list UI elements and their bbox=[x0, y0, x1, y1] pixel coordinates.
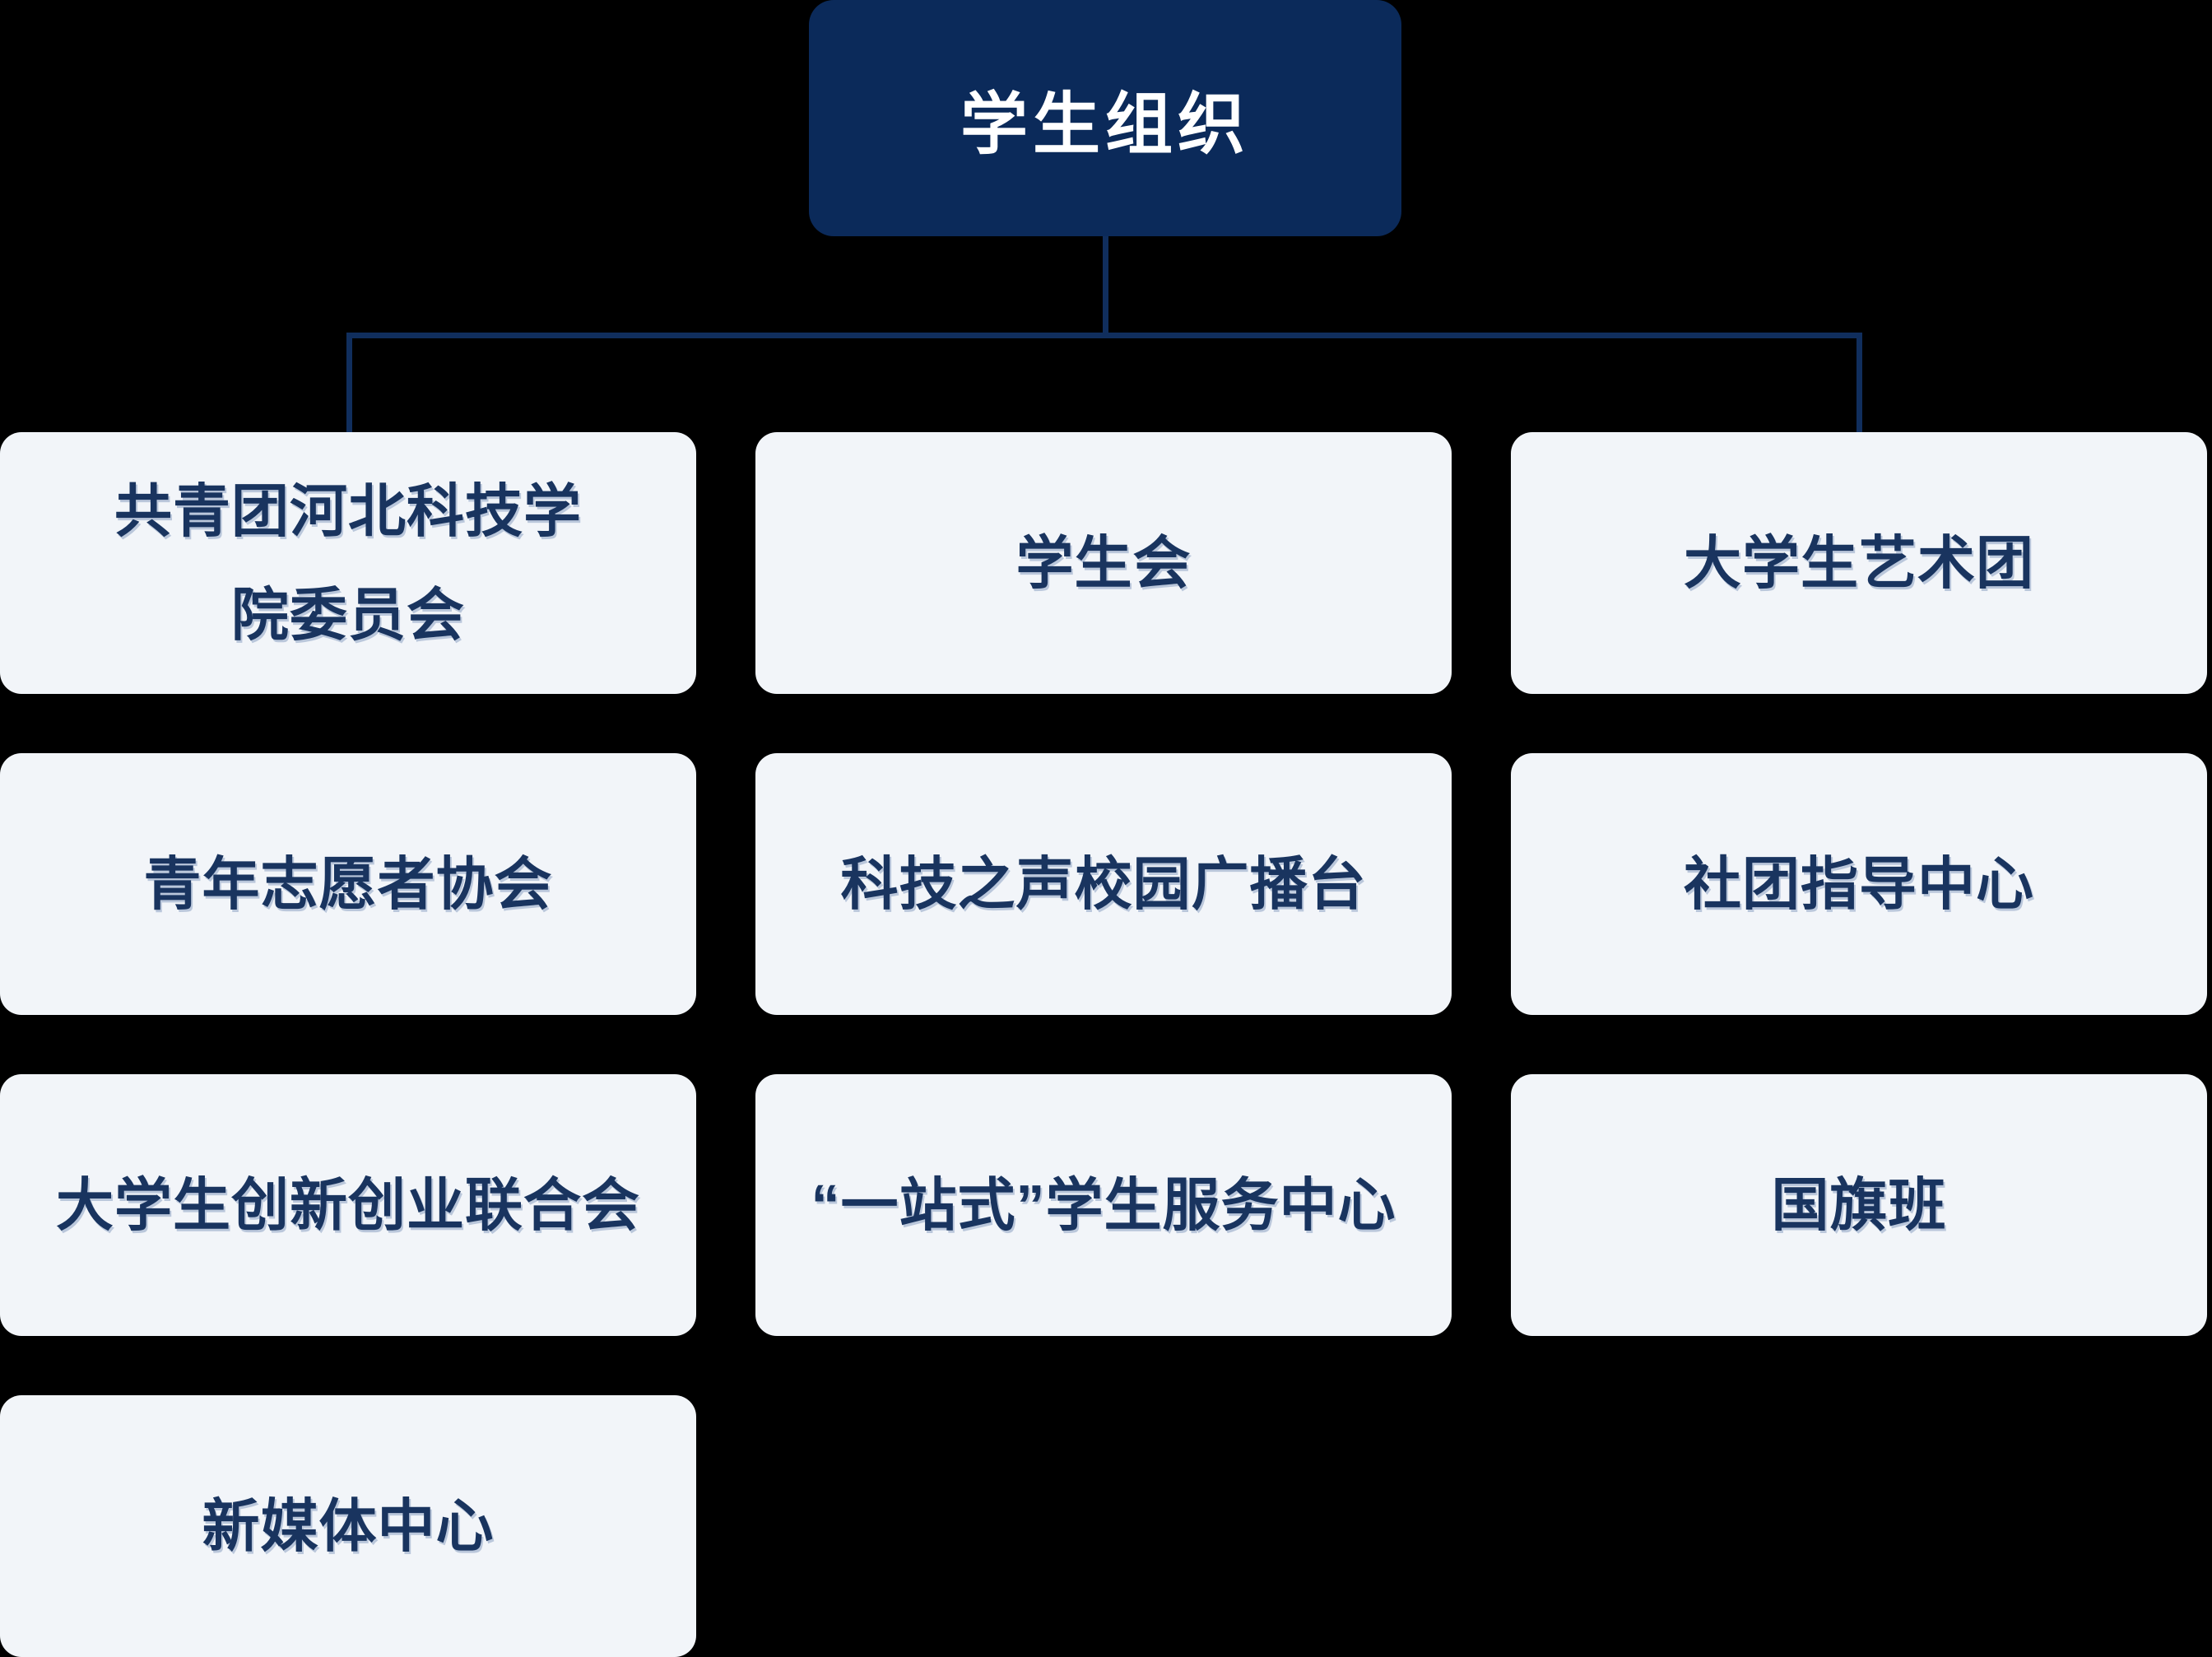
org-root-node: 学生组织 bbox=[809, 0, 1401, 236]
connector-right-vertical bbox=[1856, 333, 1862, 432]
org-root-label: 学生组织 bbox=[960, 87, 1250, 162]
org-node-flag-guard: 国旗班 bbox=[1511, 1074, 2207, 1336]
org-node-club-guidance-center: 社团指导中心 bbox=[1511, 753, 2207, 1015]
org-node-label: 新媒体中心 bbox=[202, 1494, 495, 1558]
org-node-innovation-federation: 大学生创新创业联合会 bbox=[0, 1074, 696, 1336]
org-node-young-volunteers: 青年志愿者协会 bbox=[0, 753, 696, 1015]
connector-root-vertical bbox=[1103, 236, 1108, 333]
org-node-label: 社团指导中心 bbox=[1684, 852, 2034, 916]
org-node-new-media-center: 新媒体中心 bbox=[0, 1395, 696, 1657]
org-node-label: 共青团河北科技学 院委员会 bbox=[114, 479, 582, 647]
org-node-label: 学生会 bbox=[1015, 531, 1192, 595]
org-node-label: 青年志愿者协会 bbox=[143, 852, 553, 916]
org-node-student-union: 学生会 bbox=[755, 432, 1452, 694]
org-node-label: 科技之声校园广播台 bbox=[840, 852, 1367, 916]
org-node-label: 大学生创新创业联合会 bbox=[56, 1173, 640, 1237]
connector-horizontal-bar bbox=[346, 333, 1862, 338]
org-node-label: 国旗班 bbox=[1771, 1173, 1947, 1237]
org-node-youth-league-committee: 共青团河北科技学 院委员会 bbox=[0, 432, 696, 694]
org-node-label: 大学生艺术团 bbox=[1684, 531, 2034, 595]
org-node-label: “一站式”学生服务中心 bbox=[811, 1173, 1396, 1237]
org-node-campus-radio: 科技之声校园广播台 bbox=[755, 753, 1452, 1015]
org-node-art-troupe: 大学生艺术团 bbox=[1511, 432, 2207, 694]
connector-left-vertical bbox=[346, 333, 352, 432]
org-node-one-stop-service-center: “一站式”学生服务中心 bbox=[755, 1074, 1452, 1336]
